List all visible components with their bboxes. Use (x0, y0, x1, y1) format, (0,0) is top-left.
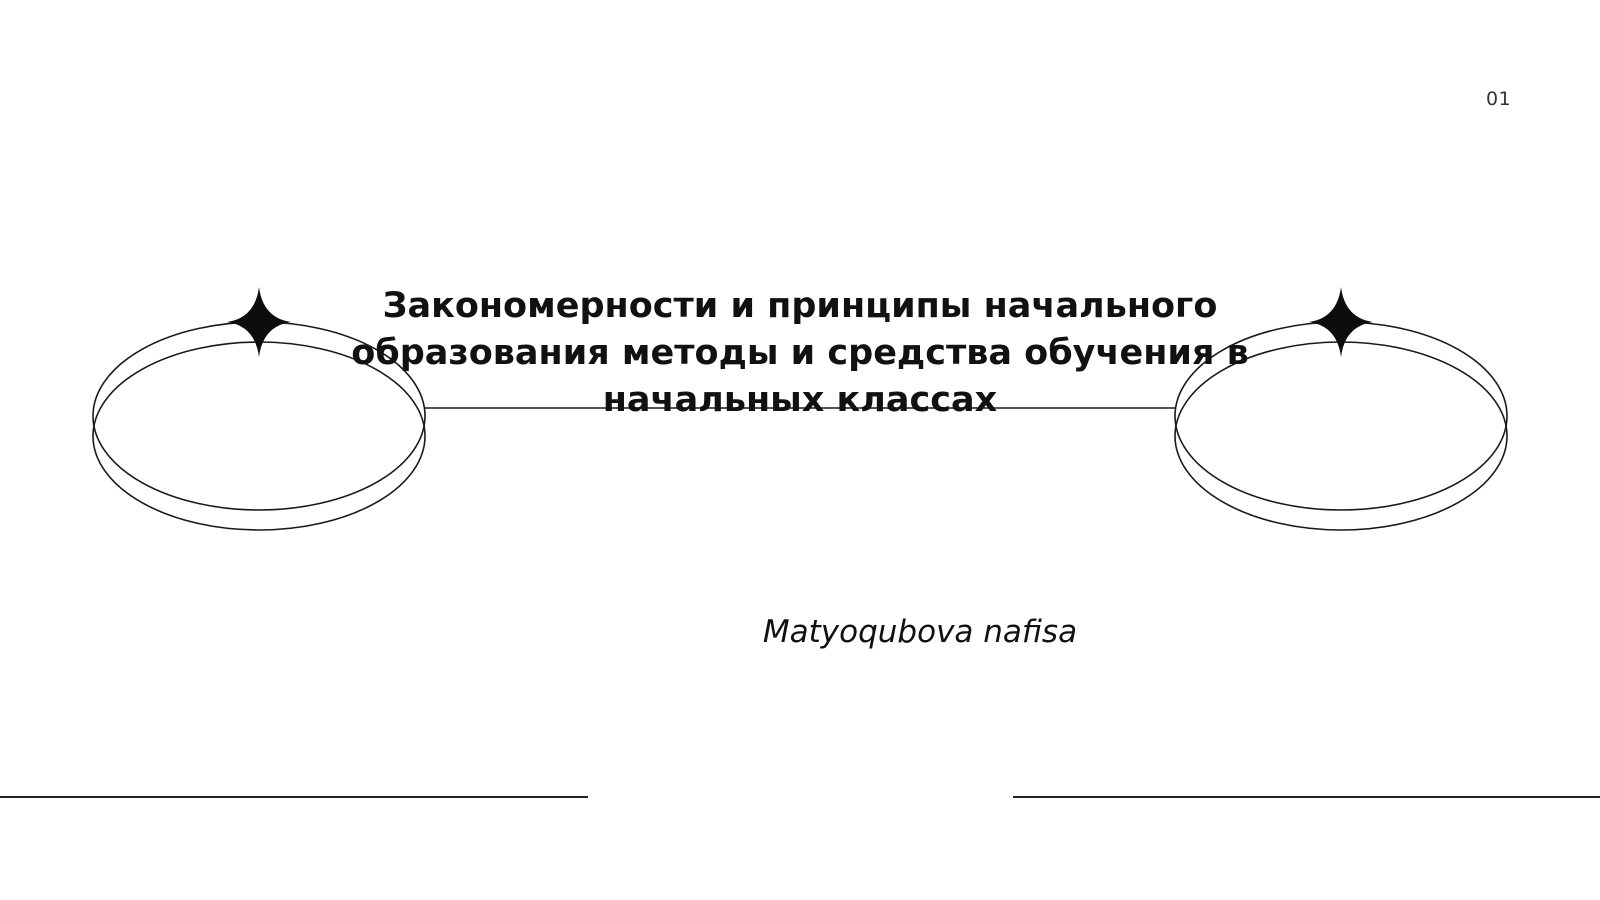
right-star-icon (1309, 287, 1373, 357)
bottom-rule-left (0, 796, 588, 798)
left-star-icon (227, 287, 291, 357)
author-name: Matyoqubova nafisa (762, 614, 1078, 650)
slide-title: Закономерности и принципы начального обр… (351, 286, 1249, 420)
bottom-rule-right (1013, 796, 1600, 798)
page-number: 01 (1486, 88, 1512, 110)
